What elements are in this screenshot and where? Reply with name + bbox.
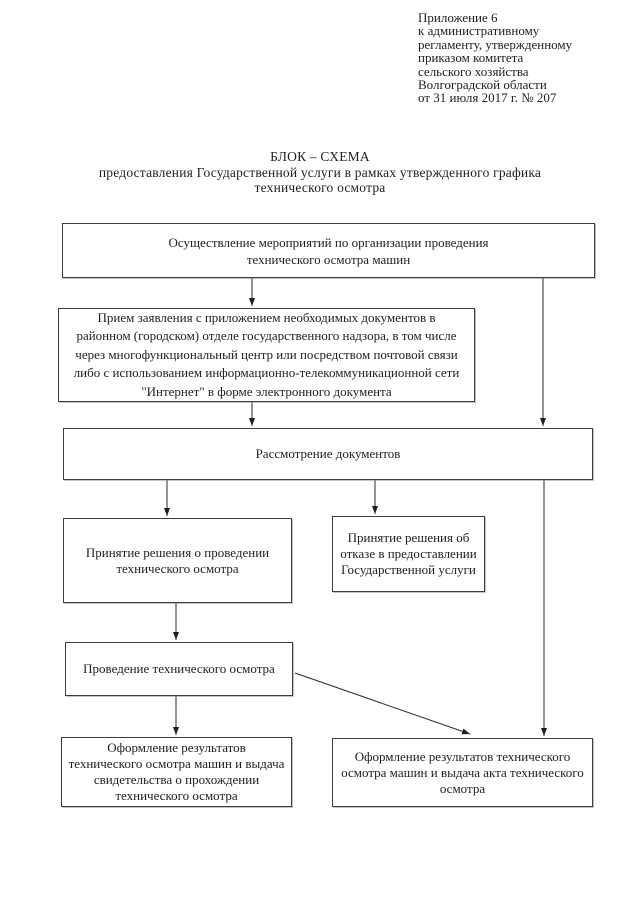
node-decision-conduct-inspection: Принятие решения о проведении техническо… [63,518,292,603]
annex-line: Приложение 6 [418,10,498,25]
annex-line: Волгоградской области [418,77,547,93]
node-issue-certificate: Оформление результатов технического осмо… [61,737,292,807]
node-organize-inspection-activities: Осуществление мероприятий по организации… [62,223,595,278]
node-application-intake: Прием заявления с приложением необходимы… [58,308,475,402]
annex-line: сельского хозяйства [418,63,529,79]
page-title: БЛОК – СХЕМА предоставления Государствен… [0,149,640,196]
node-issue-act: Оформление результатов технического осмо… [332,738,593,807]
annex-line: от 31 июля 2017 г. № 207 [418,90,557,106]
annex-line: приказом комитета [418,50,524,66]
node-conduct-inspection: Проведение технического осмотра [65,642,293,696]
annex-note: Приложение 6 к административному регламе… [418,11,633,105]
annex-line: регламенту, утвержденному [418,36,573,52]
title-line-2: предоставления Государственной услуги в … [98,164,542,180]
node-document-review: Рассмотрение документов [63,428,593,480]
annex-line: к административному [418,23,540,39]
arrow-inspect-to-act [294,672,471,735]
title-line-3: технического осмотра [254,180,386,195]
node-decision-refuse-service: Принятие решения об отказе в предоставле… [332,516,485,592]
title-line-1: БЛОК – СХЕМА [270,149,370,164]
